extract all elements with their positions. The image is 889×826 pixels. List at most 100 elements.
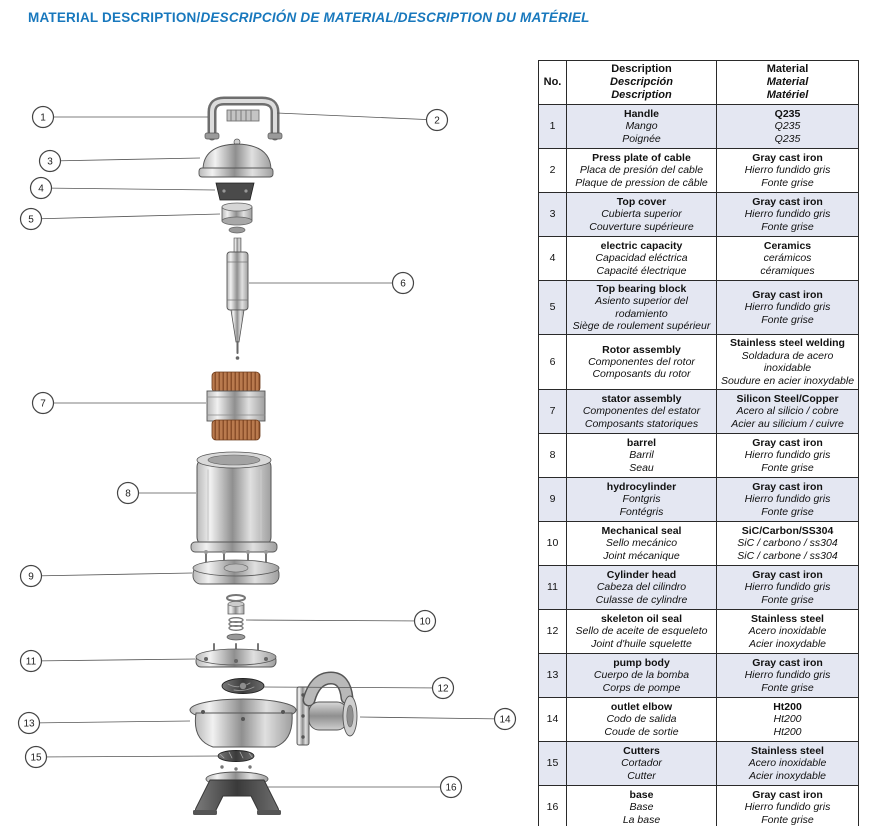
part-stator [206, 371, 266, 441]
callout-7: 7 [31, 391, 206, 415]
svg-text:3: 3 [47, 157, 53, 168]
table-header-row: No. Description Descripción Description … [538, 60, 859, 105]
callout-1: 1 [31, 105, 208, 129]
cell-no: 4 [538, 235, 567, 281]
cell-no: 12 [538, 608, 567, 654]
callout-11: 11 [19, 649, 196, 673]
svg-text:12: 12 [437, 684, 449, 695]
cell-no: 1 [538, 103, 567, 149]
part-mechanical-seal [226, 594, 246, 641]
callout-5: 5 [19, 207, 221, 231]
callout-15: 15 [24, 745, 219, 769]
page-title-es-fr: DESCRIPCIÓN DE MATERIAL/DESCRIPTION DU M… [200, 10, 590, 25]
svg-text:4: 4 [38, 184, 44, 195]
callout-16: 16 [268, 775, 463, 799]
cell-no: 9 [538, 476, 567, 522]
svg-text:16: 16 [445, 783, 457, 794]
cell-no: 11 [538, 564, 567, 610]
part-handle [204, 96, 283, 141]
svg-text:15: 15 [30, 753, 42, 764]
cell-no: 6 [538, 334, 567, 390]
header-description: Description Descripción Description [566, 60, 717, 105]
callout-14: 14 [359, 707, 517, 731]
part-cutters [217, 750, 255, 771]
pump-parts [189, 96, 358, 815]
cell-no: 14 [538, 696, 567, 742]
callout-9: 9 [19, 564, 193, 588]
svg-text:6: 6 [400, 279, 406, 290]
part-pump-body [189, 698, 297, 748]
part-rotor [226, 237, 249, 360]
page-title-en: MATERIAL DESCRIPTION/ [28, 10, 201, 25]
callout-13: 13 [17, 711, 191, 735]
callout-10: 10 [245, 609, 437, 633]
callout-4: 4 [29, 176, 216, 200]
cell-no: 5 [538, 279, 567, 336]
part-press-plate [215, 182, 255, 201]
svg-text:9: 9 [28, 572, 34, 583]
cell-no: 3 [538, 191, 567, 237]
cell-no: 8 [538, 432, 567, 478]
cell-no: 16 [538, 784, 567, 826]
part-barrel [190, 451, 278, 553]
callout-12: 12 [263, 676, 455, 700]
part-capacitor [221, 202, 253, 234]
material-table: No. Description Descripción Description … [538, 60, 859, 826]
svg-text:2: 2 [434, 116, 440, 127]
cell-no: 15 [538, 740, 567, 786]
svg-text:5: 5 [28, 215, 34, 226]
svg-text:7: 7 [40, 399, 46, 410]
part-outlet-elbow [296, 671, 358, 746]
part-impeller [221, 678, 265, 694]
part-pump-top-cover [195, 643, 277, 668]
svg-text:1: 1 [40, 113, 46, 124]
part-base [193, 771, 281, 815]
callout-8: 8 [116, 481, 196, 505]
